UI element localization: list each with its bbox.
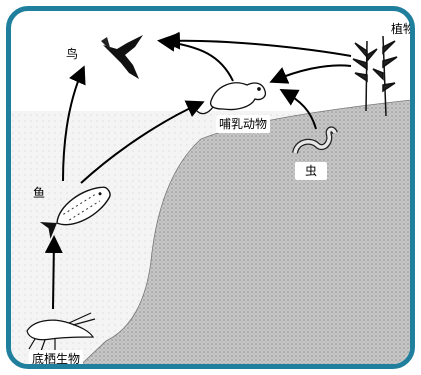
bird-label: 鸟 [66,47,79,61]
arrow-mammal-to-bird [157,33,234,82]
arrow-plants-to-bird [162,31,352,57]
benthos-label: 底栖生物 [29,350,84,364]
insect-label: 虫 [295,162,328,180]
arrow-fish-to-mammal [80,100,205,184]
plants-label: 植物 [391,22,415,36]
bird-icon [101,35,143,79]
plant-icon [352,35,398,117]
land-mass [81,99,410,364]
mammal-label: 哺乳动物 [216,115,271,133]
food-web-scene [11,31,410,364]
food-web-arrows [44,31,352,310]
arrow-insect-to-mammal [279,89,317,130]
arrow-fish-to-bird [62,65,86,182]
fish-icon [39,186,111,239]
food-web-diagram: 鸟 植物 哺乳动物 虫 鱼 底栖生物 [6,6,415,369]
benthos-icon [26,312,96,352]
arrow-plants-to-mammal [269,64,352,84]
fish-label: 鱼 [33,186,46,200]
arrow-benthos-to-fish [44,235,63,310]
worm-icon [292,126,338,154]
mammal-icon [196,82,267,115]
